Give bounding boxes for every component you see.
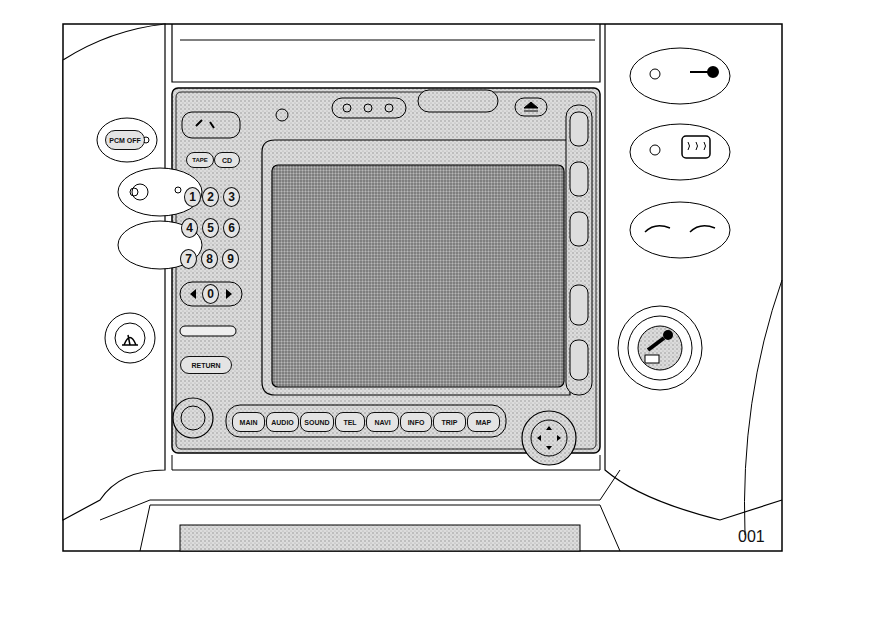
number-key: 3: [223, 187, 240, 207]
left-console: [63, 24, 165, 520]
function-button: AUDIO: [266, 412, 299, 432]
rotary-knob: [522, 411, 576, 465]
button-label: MAIN: [240, 419, 258, 426]
figure-number: 001: [738, 528, 765, 546]
function-button: TEL: [335, 412, 365, 432]
frame: [63, 24, 782, 551]
light-switch: [118, 168, 202, 216]
eject-button: [515, 98, 547, 116]
button-label: 8: [206, 253, 213, 265]
central-lock-switch: [630, 48, 730, 104]
sensor: [276, 109, 288, 121]
function-button: TRIP: [433, 412, 466, 432]
button-label: 7: [185, 253, 192, 265]
function-button: INFO: [400, 412, 432, 432]
button-label: 5: [207, 222, 214, 234]
rear-defrost-switch: [630, 124, 730, 180]
number-key: 1: [184, 187, 201, 207]
volume-knob: [173, 398, 213, 438]
button-label: NAVI: [374, 419, 390, 426]
button-label: 9: [227, 253, 234, 265]
button-label: RETURN: [191, 362, 220, 369]
button-label: MAP: [476, 419, 492, 426]
slot: [180, 326, 236, 336]
radio-bezel: [176, 92, 596, 449]
spoiler-switch: [630, 202, 730, 258]
display-screen: [272, 165, 564, 387]
button-label: PCM OFF: [109, 137, 141, 144]
keypad-row: [180, 282, 242, 306]
cd-slot-buttons: [332, 98, 406, 118]
button-label: AUDIO: [271, 419, 294, 426]
button-label: SOUND: [304, 419, 329, 426]
ignition-lock: [618, 306, 702, 390]
screen-surround: [262, 140, 570, 395]
number-key: 9: [222, 249, 239, 269]
function-button: MAP: [467, 412, 500, 432]
button-label: TEL: [343, 419, 356, 426]
number-key: 7: [180, 249, 197, 269]
number-key: 5: [202, 218, 219, 238]
trim-line: [180, 40, 595, 41]
number-key: 2: [202, 187, 219, 207]
button-label: CD: [222, 157, 232, 164]
function-button: SOUND: [300, 412, 334, 432]
switch-button: PCM OFF: [105, 130, 145, 150]
button-label: 0: [207, 288, 214, 300]
wiper-knob: [105, 313, 155, 363]
top-trim: [172, 24, 600, 82]
blank-switch: [118, 221, 202, 269]
button-label: 1: [189, 191, 196, 203]
number-key: 0: [202, 284, 219, 304]
lower-trim: [172, 455, 600, 470]
radio-unit: [172, 88, 600, 453]
card-slot: [418, 90, 498, 112]
mode-button: CD: [214, 152, 240, 168]
right-console: [605, 24, 782, 520]
number-key: 8: [201, 249, 218, 269]
switch-housing: [97, 118, 157, 162]
tray-insert: [180, 525, 580, 551]
button-label: TAPE: [192, 157, 208, 163]
console-base: [100, 470, 620, 520]
button-label: INFO: [408, 419, 425, 426]
button-label: 4: [186, 222, 193, 234]
console-edge: [744, 280, 782, 535]
button-label: TRIP: [442, 419, 458, 426]
mode-button: TAPE: [186, 152, 214, 168]
button-label: 3: [228, 191, 235, 203]
button-bar: [226, 405, 506, 437]
storage-tray: [140, 505, 620, 551]
function-button: RETURN: [180, 356, 232, 374]
number-key: 4: [181, 218, 198, 238]
button-label: 2: [207, 191, 214, 203]
number-key: 6: [223, 218, 240, 238]
button-label: 6: [228, 222, 235, 234]
function-button: NAVI: [366, 412, 399, 432]
seek-buttons: [182, 112, 240, 138]
side-button-strip: [566, 105, 592, 395]
function-button: MAIN: [232, 412, 265, 432]
